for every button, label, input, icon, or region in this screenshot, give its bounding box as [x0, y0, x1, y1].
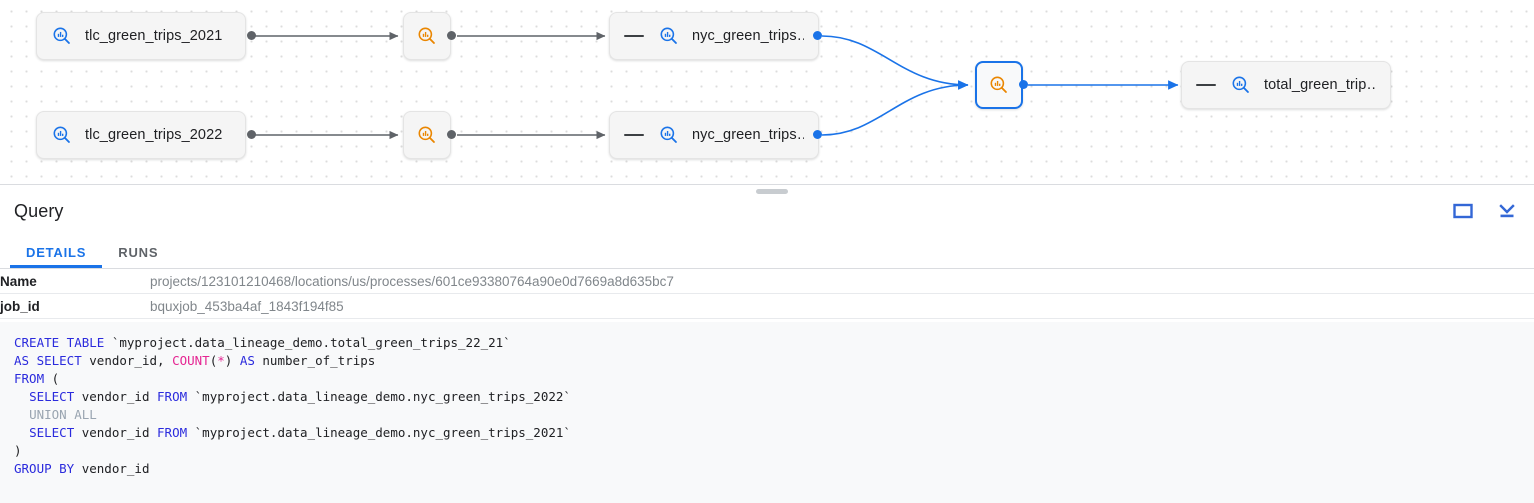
split-pane-button[interactable] [1450, 198, 1476, 224]
table-row: job_id bquxjob_453ba4af_1843f194f85 [0, 293, 1534, 319]
lineage-node-label: nyc_green_trips… [692, 127, 804, 143]
bigquery-table-search-icon [53, 27, 70, 44]
page-title: Query [14, 200, 64, 221]
tab-details[interactable]: DETAILS [10, 237, 103, 268]
node-collapse-icon[interactable] [624, 134, 644, 136]
query-details-panel: Query DETAILS RUNS Name project [0, 185, 1534, 503]
lineage-node-nyc-green-trips-bottom[interactable]: nyc_green_trips… [609, 111, 819, 159]
panel-header-actions [1450, 198, 1520, 224]
details-table: Name projects/123101210468/locations/us/… [0, 269, 1534, 319]
sql-code: CREATE TABLE `myproject.data_lineage_dem… [14, 335, 571, 476]
node-collapse-icon[interactable] [624, 35, 644, 37]
detail-key: Name [0, 269, 150, 294]
lineage-node-tlc-green-trips-2022[interactable]: tlc_green_trips_2022 [36, 111, 246, 159]
lineage-node-total-green-trips[interactable]: total_green_trip… [1181, 61, 1391, 109]
panel-divider [0, 184, 1534, 185]
bigquery-table-search-icon [660, 27, 677, 44]
node-output-port[interactable] [813, 130, 822, 139]
query-panel-header: Query [0, 185, 1534, 237]
table-row: Name projects/123101210468/locations/us/… [0, 269, 1534, 294]
node-output-port[interactable] [447, 31, 456, 40]
node-output-port[interactable] [247, 130, 256, 139]
detail-value: projects/123101210468/locations/us/proce… [150, 269, 1534, 294]
node-output-port[interactable] [247, 31, 256, 40]
node-output-port[interactable] [1019, 80, 1028, 89]
sql-query-block[interactable]: CREATE TABLE `myproject.data_lineage_dem… [0, 322, 1534, 503]
lineage-node-label: tlc_green_trips_2022 [85, 127, 223, 143]
lineage-graph-canvas[interactable]: tlc_green_trips_2021 tlc_green_trips_202… [0, 0, 1534, 184]
lineage-node-label: tlc_green_trips_2021 [85, 28, 223, 44]
bigquery-table-search-icon [1232, 76, 1249, 93]
node-output-port[interactable] [447, 130, 456, 139]
panel-tab-bar: DETAILS RUNS [0, 237, 1534, 269]
lineage-node-process-2[interactable] [403, 111, 451, 159]
collapse-panel-button[interactable] [1494, 198, 1520, 224]
detail-value: bquxjob_453ba4af_1843f194f85 [150, 293, 1534, 319]
lineage-node-label: total_green_trip… [1264, 77, 1376, 93]
panel-resize-handle[interactable] [756, 189, 788, 194]
bigquery-process-search-icon [418, 27, 435, 44]
bigquery-process-search-icon [990, 76, 1007, 93]
split-pane-icon [1453, 203, 1473, 219]
lineage-node-process-1[interactable] [403, 12, 451, 60]
lineage-node-process-selected[interactable] [975, 61, 1023, 109]
tab-runs[interactable]: RUNS [102, 237, 174, 268]
node-collapse-icon[interactable] [1196, 84, 1216, 86]
bigquery-process-search-icon [418, 126, 435, 143]
node-output-port[interactable] [813, 31, 822, 40]
detail-key: job_id [0, 293, 150, 319]
collapse-panel-icon [1499, 204, 1515, 218]
bigquery-table-search-icon [53, 126, 70, 143]
bigquery-table-search-icon [660, 126, 677, 143]
lineage-node-tlc-green-trips-2021[interactable]: tlc_green_trips_2021 [36, 12, 246, 60]
lineage-node-nyc-green-trips-top[interactable]: nyc_green_trips… [609, 12, 819, 60]
lineage-node-label: nyc_green_trips… [692, 28, 804, 44]
